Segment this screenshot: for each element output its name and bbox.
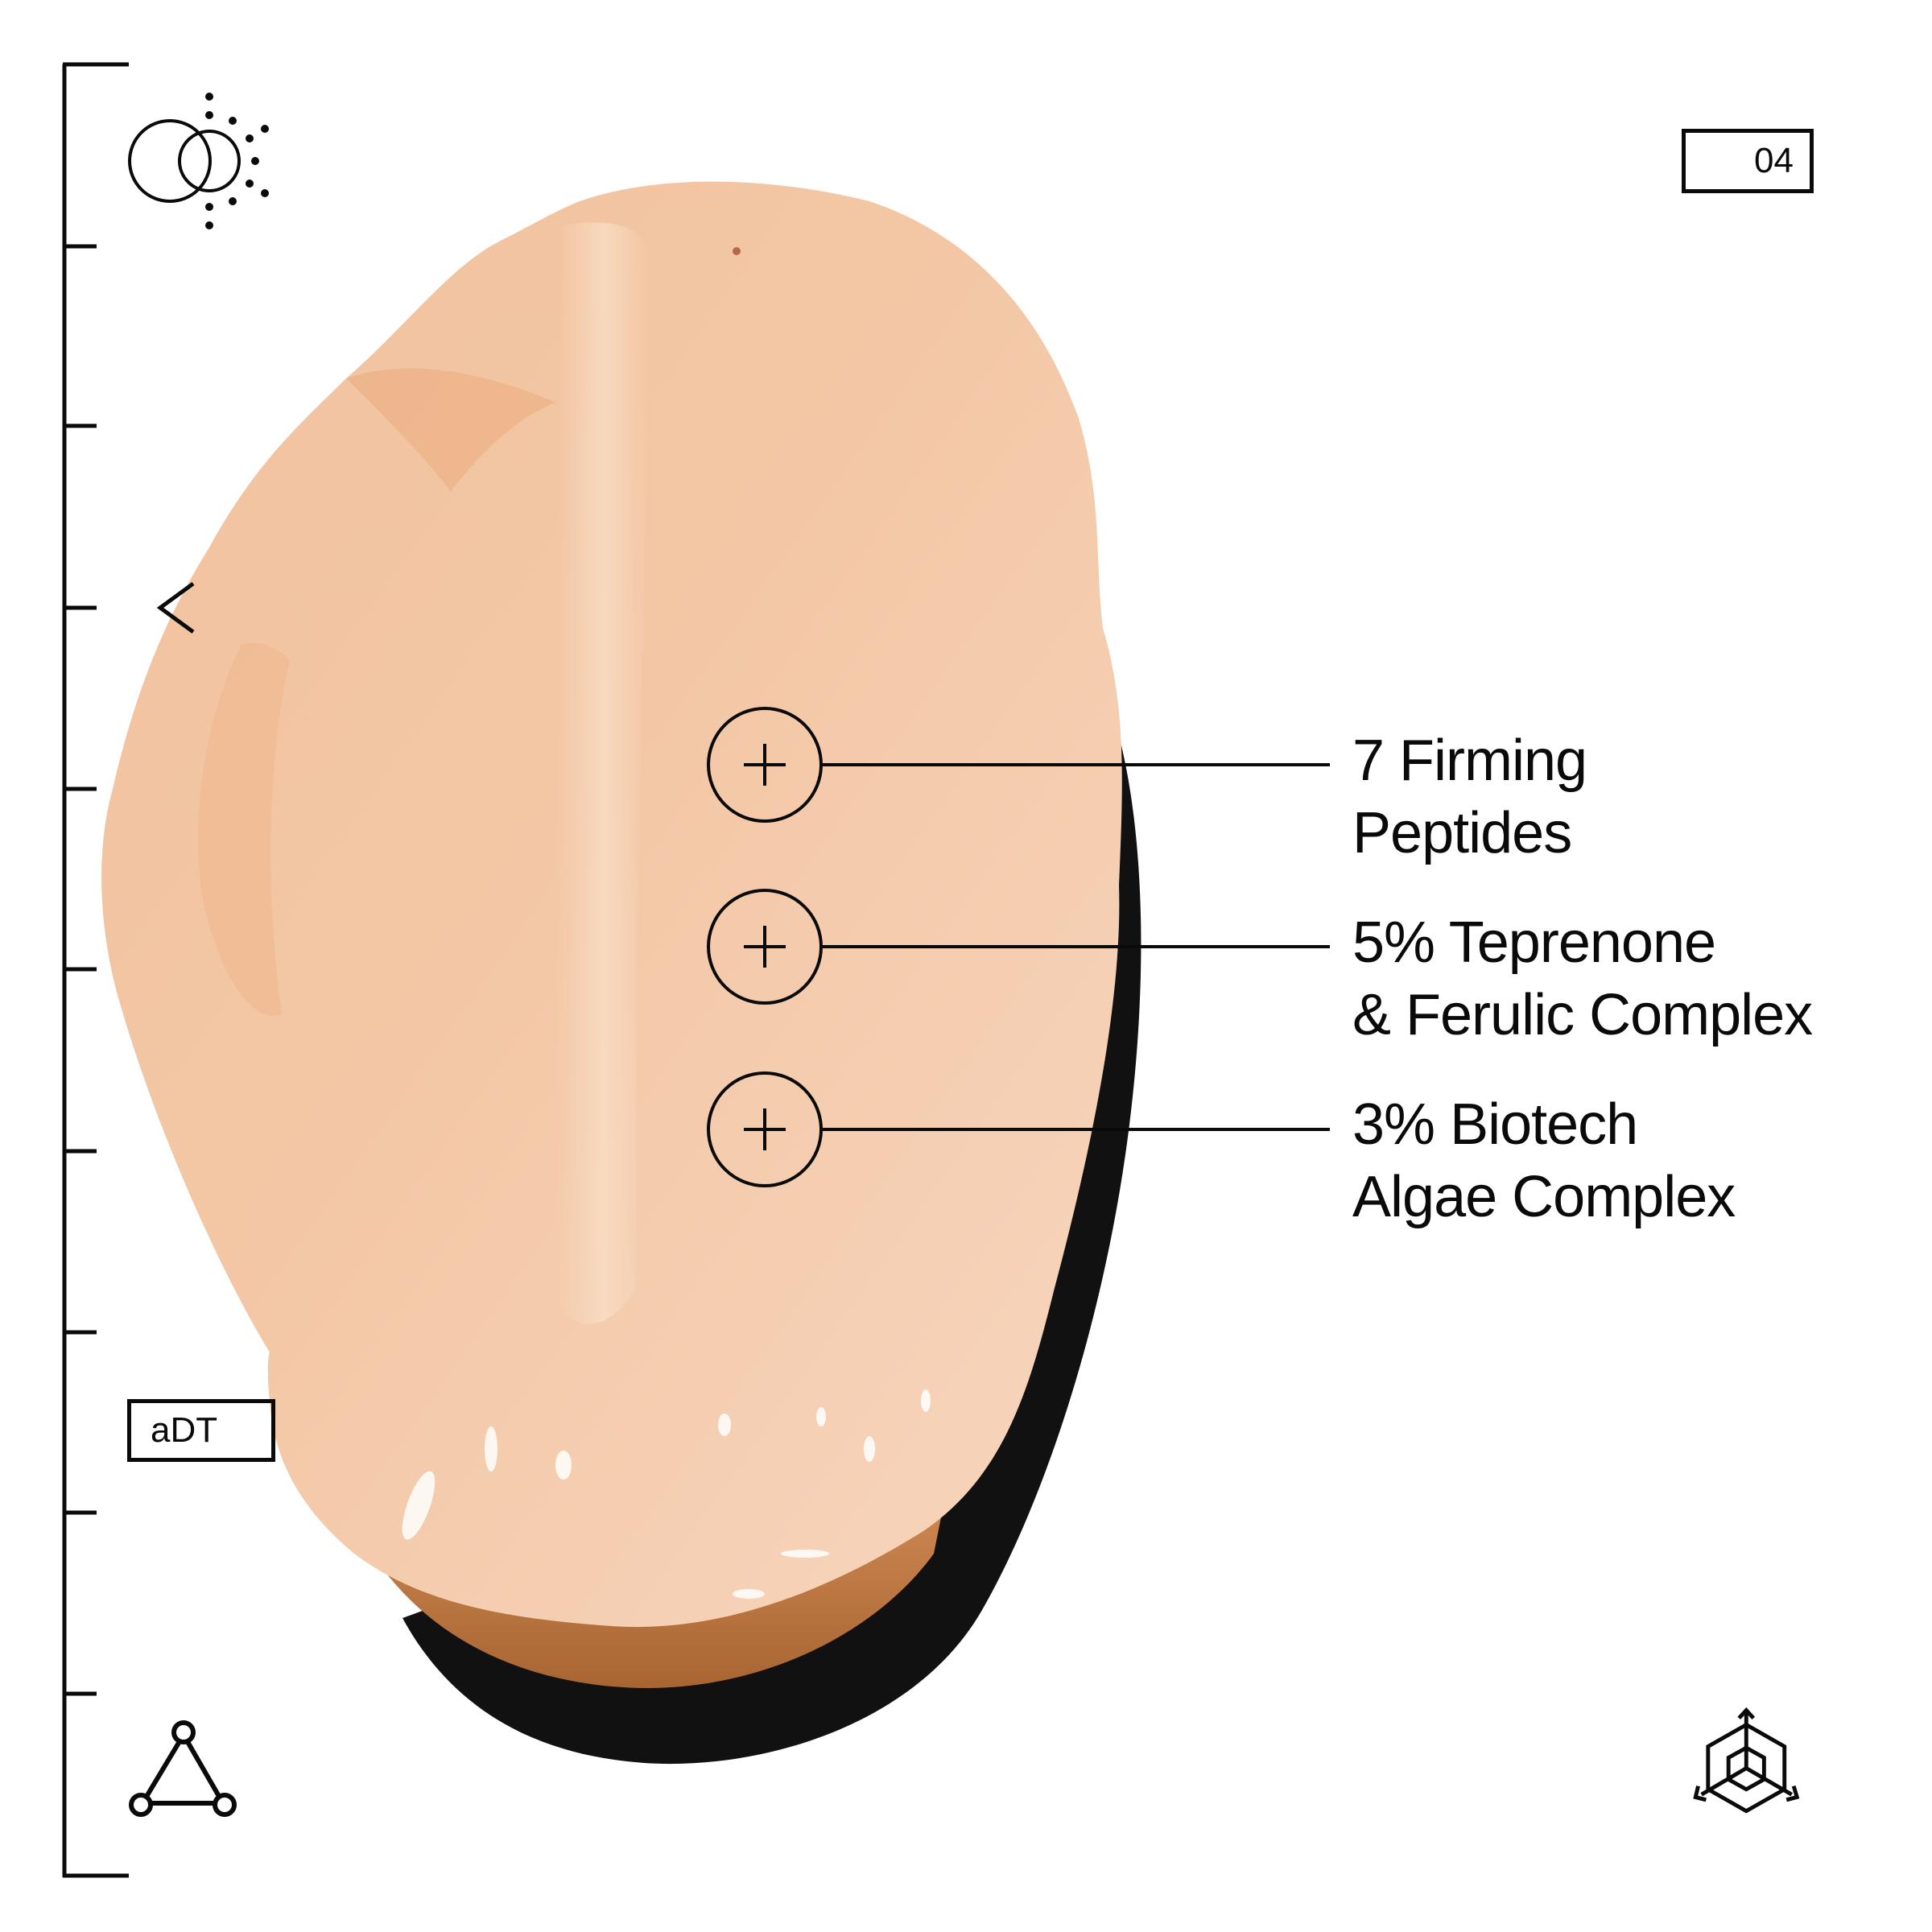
plus-circle-icon[interactable] [707,889,823,1005]
chevron-left-icon[interactable] [153,576,201,640]
callout-line-1: 7 Firming [1352,729,1587,793]
plus-circle-icon[interactable] [707,707,823,823]
plus-circle-icon[interactable] [707,1071,823,1187]
callout-label: 5% Teprenone & Ferulic Complex [1352,906,1813,1051]
page-index-text: 04 [1754,141,1794,180]
callout-leader-line [823,763,1330,766]
callout-label: 7 Firming Peptides [1352,724,1587,869]
callout-line-2: Algae Complex [1352,1165,1736,1229]
callout-leader-line [823,945,1330,948]
callout-leader-line [823,1128,1330,1131]
technology-tag-text: aDT [151,1410,218,1450]
callout-label: 3% Biotech Algae Complex [1352,1088,1736,1233]
callout-line-2: Peptides [1352,801,1572,865]
venn-sun-icon [128,93,269,229]
page-index-badge: 04 [1682,129,1814,193]
triangle-nodes-icon [129,1720,237,1817]
callout-line-1: 3% Biotech [1352,1092,1638,1157]
technology-tag-badge: aDT [127,1399,275,1462]
callout-line-1: 5% Teprenone [1352,910,1716,975]
cube-axes-icon [1693,1707,1800,1814]
callout-line-2: & Ferulic Complex [1352,983,1813,1047]
